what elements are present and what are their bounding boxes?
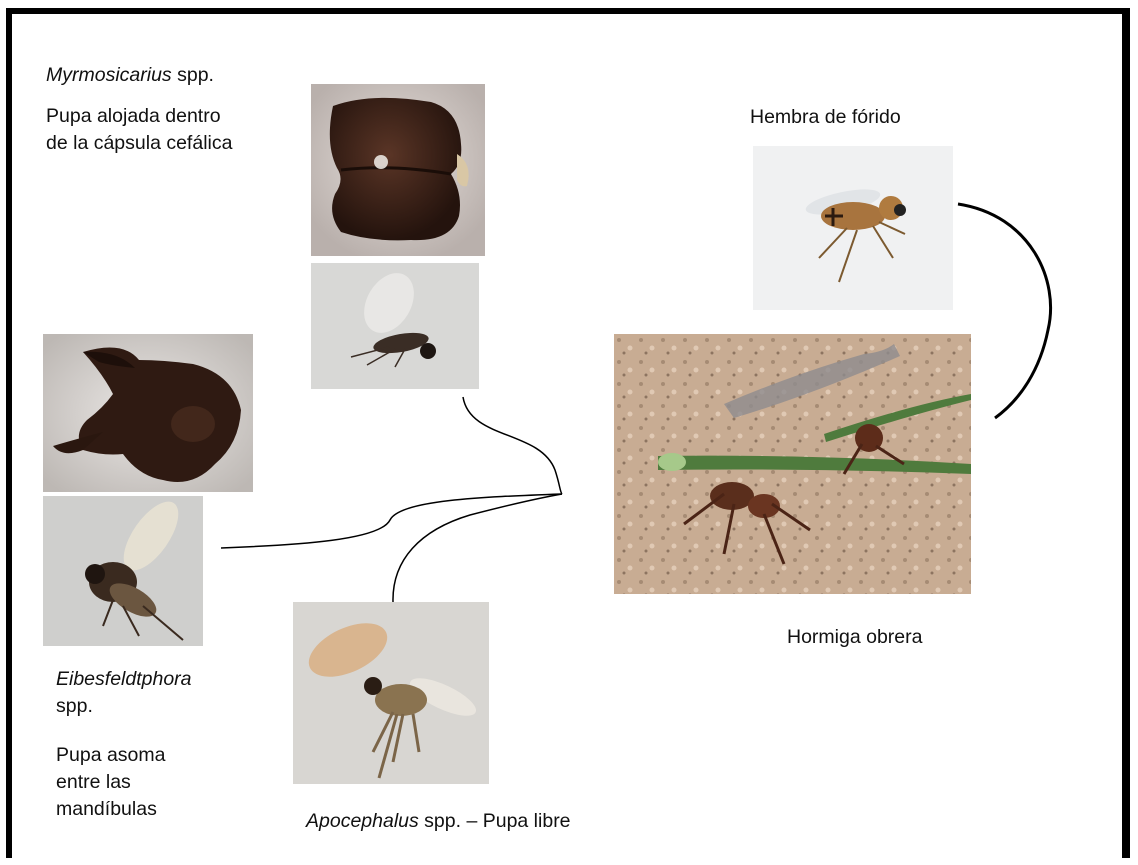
connector-eibesfeldtphora [221, 494, 562, 548]
connector-myrmosicarius [463, 397, 562, 494]
connector-female-to-ant [958, 204, 1051, 418]
connector-apocephalus [393, 494, 562, 602]
